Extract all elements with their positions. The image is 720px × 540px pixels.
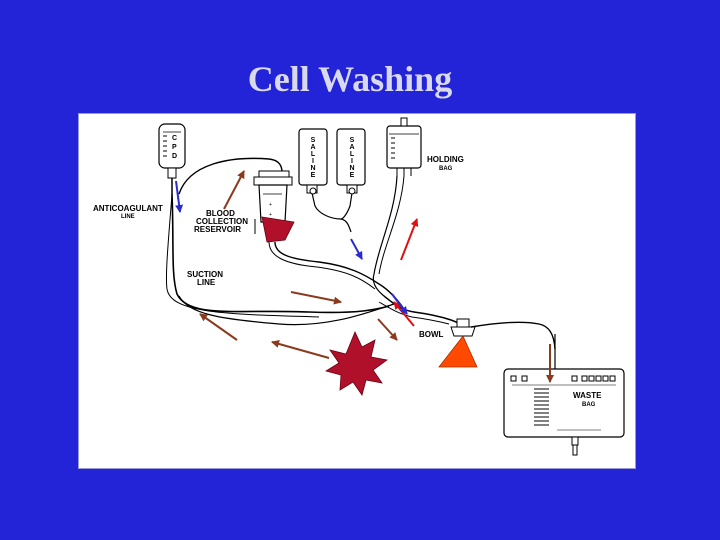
- bowl-label: BOWL: [419, 330, 444, 339]
- svg-text:+: +: [269, 202, 272, 208]
- slide-title: Cell Washing: [247, 59, 453, 99]
- saline-bag-icon: S A L I N E: [336, 128, 366, 194]
- holding-bag-icon: [386, 117, 422, 176]
- svg-text:I: I: [351, 158, 353, 165]
- svg-text:BAG: BAG: [439, 166, 453, 172]
- svg-text:A: A: [349, 144, 354, 151]
- svg-text:S: S: [350, 137, 355, 144]
- arrow-red-2: [393, 301, 415, 327]
- arrow-blue-1: [175, 180, 184, 213]
- arrow-brown-1: [223, 170, 245, 210]
- svg-text:RESERVOIR: RESERVOIR: [194, 225, 241, 234]
- svg-text:LINE: LINE: [197, 278, 216, 287]
- waste-bag-icon: [503, 368, 625, 456]
- svg-text:HOLDING: HOLDING: [427, 155, 464, 164]
- cpd-letter-c: C: [172, 135, 177, 142]
- clot-starburst-icon: [324, 331, 388, 396]
- svg-text:BAG: BAG: [582, 402, 596, 408]
- waste-bag-label: WASTE BAG: [573, 391, 602, 408]
- arrow-brown-4: [271, 340, 330, 359]
- anticoagulant-bag-icon: C P D: [158, 123, 186, 194]
- svg-text:E: E: [311, 172, 316, 179]
- reservoir-blood-fill: [261, 216, 295, 243]
- holding-bag-label: HOLDING BAG: [427, 155, 464, 172]
- svg-text:+: +: [269, 212, 272, 218]
- svg-text:I: I: [312, 158, 314, 165]
- svg-text:L: L: [311, 151, 316, 158]
- reservoir-label: BLOOD COLLECTION RESERVOIR: [194, 209, 248, 234]
- svg-text:LINE: LINE: [121, 214, 135, 220]
- suction-line-label: SUCTION LINE: [187, 270, 223, 287]
- cell-washing-diagram: C P D ANTICOAGULANT LINE + +: [78, 113, 636, 469]
- arrow-brown-3: [199, 313, 238, 341]
- svg-text:A: A: [310, 144, 315, 151]
- svg-text:N: N: [349, 165, 354, 172]
- anticoagulant-line-label: ANTICOAGULANT LINE: [93, 204, 163, 220]
- arrow-blue-3: [391, 293, 408, 315]
- arrow-blue-2: [350, 238, 363, 260]
- reservoir-icon: + +: [253, 170, 295, 243]
- svg-text:BLOOD: BLOOD: [206, 209, 235, 218]
- arrow-brown-2: [290, 291, 342, 305]
- svg-text:SUCTION: SUCTION: [187, 270, 223, 279]
- cpd-letter-p: P: [172, 144, 177, 151]
- svg-text:N: N: [310, 165, 315, 172]
- svg-text:COLLECTION: COLLECTION: [196, 217, 248, 226]
- svg-text:E: E: [350, 172, 355, 179]
- bowl-icon: [438, 318, 478, 368]
- cpd-letter-d: D: [172, 153, 177, 160]
- svg-text:L: L: [350, 151, 355, 158]
- svg-text:WASTE: WASTE: [573, 391, 602, 400]
- diagram-svg: C P D ANTICOAGULANT LINE + +: [93, 117, 625, 456]
- arrow-brown-5: [377, 318, 398, 341]
- arrow-red-1: [400, 218, 419, 261]
- svg-text:ANTICOAGULANT: ANTICOAGULANT: [93, 204, 163, 213]
- svg-text:S: S: [311, 137, 316, 144]
- saline-bag-icon: S A L I N E: [298, 128, 328, 194]
